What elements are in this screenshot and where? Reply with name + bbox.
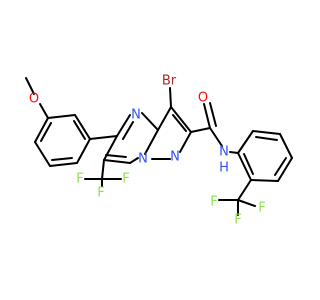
bond-ch3-o — [25, 77, 35, 95]
bond-ar2 — [74, 114, 91, 140]
bond-c6-c5 — [103, 135, 118, 161]
bond-camide-o-2 — [209, 102, 217, 127]
bond-c3a-c3 — [157, 106, 172, 131]
bond-c7-c6 — [103, 159, 131, 164]
atom-labels: O N N N Br O N H F F F F F F — [29, 74, 266, 228]
bond-ar-inner2 — [51, 157, 73, 161]
bond-c2-n2 — [179, 131, 192, 153]
bond-aryl-c5 — [89, 135, 118, 140]
atom-f2-bottom: F — [234, 213, 241, 228]
atom-n2: N — [170, 150, 180, 165]
bond-ar-inner1 — [73, 120, 86, 140]
atom-n1: N — [138, 152, 148, 167]
bond-ar-inner3 — [40, 122, 52, 142]
bond-camide-o — [203, 103, 211, 129]
bond-ar3 — [76, 138, 91, 164]
bond-ph-inner1 — [255, 136, 278, 141]
bond-c5-n4 — [116, 114, 131, 137]
bond-lines — [25, 77, 293, 216]
bond-ph2 — [252, 130, 281, 135]
bond-ph1 — [237, 130, 254, 154]
bond-ar6 — [34, 117, 49, 143]
bond-c3-br — [169, 87, 172, 108]
atom-br: Br — [162, 74, 177, 89]
bond-c2-camide — [190, 127, 211, 133]
bond-ph6 — [237, 152, 252, 181]
atom-amide-n: N — [219, 145, 229, 160]
atom-f2-left: F — [210, 195, 217, 210]
bond-ar5 — [34, 141, 51, 167]
bond-c3-c2 — [170, 106, 192, 133]
bond-c3-c2-inner — [172, 114, 187, 132]
bond-o-aryl — [39, 103, 49, 119]
atom-f-left: F — [76, 172, 83, 187]
atom-f-top: F — [97, 186, 104, 201]
bond-c7-c6-inner — [105, 154, 127, 158]
atom-f2-right: F — [258, 201, 265, 216]
bond-c3a-n1 — [144, 129, 159, 155]
bond-n4-c3a — [141, 112, 159, 131]
bond-ph4 — [277, 157, 293, 182]
atom-o-carbonyl: O — [198, 91, 208, 106]
molecule-structure-diagram: O N N N Br O N H F F F F F F — [25, 74, 293, 228]
bond-ph3 — [279, 133, 293, 159]
atom-amide-h: H — [219, 161, 229, 176]
bond-ar4 — [49, 162, 78, 167]
molecule-svg: O N N N Br O N H F F F F F F — [25, 74, 293, 228]
bond-c5-n4-inner — [122, 121, 134, 140]
bond-cf3b-f-right — [237, 199, 256, 207]
bond-n1-c7 — [129, 157, 139, 164]
atom-n4: N — [131, 108, 141, 123]
bond-ph-inner2 — [274, 157, 287, 176]
atom-f-right: F — [122, 172, 129, 187]
bond-n-aryl2 — [229, 151, 239, 154]
bond-ph-cf3 — [237, 179, 252, 201]
bond-c7-cf3 — [101, 159, 105, 180]
atom-o-methoxy: O — [29, 92, 39, 107]
bond-ph-inner3 — [243, 153, 254, 175]
bond-ar1 — [47, 114, 76, 119]
bond-camide-n — [209, 127, 223, 147]
bond-ph5 — [250, 179, 279, 182]
